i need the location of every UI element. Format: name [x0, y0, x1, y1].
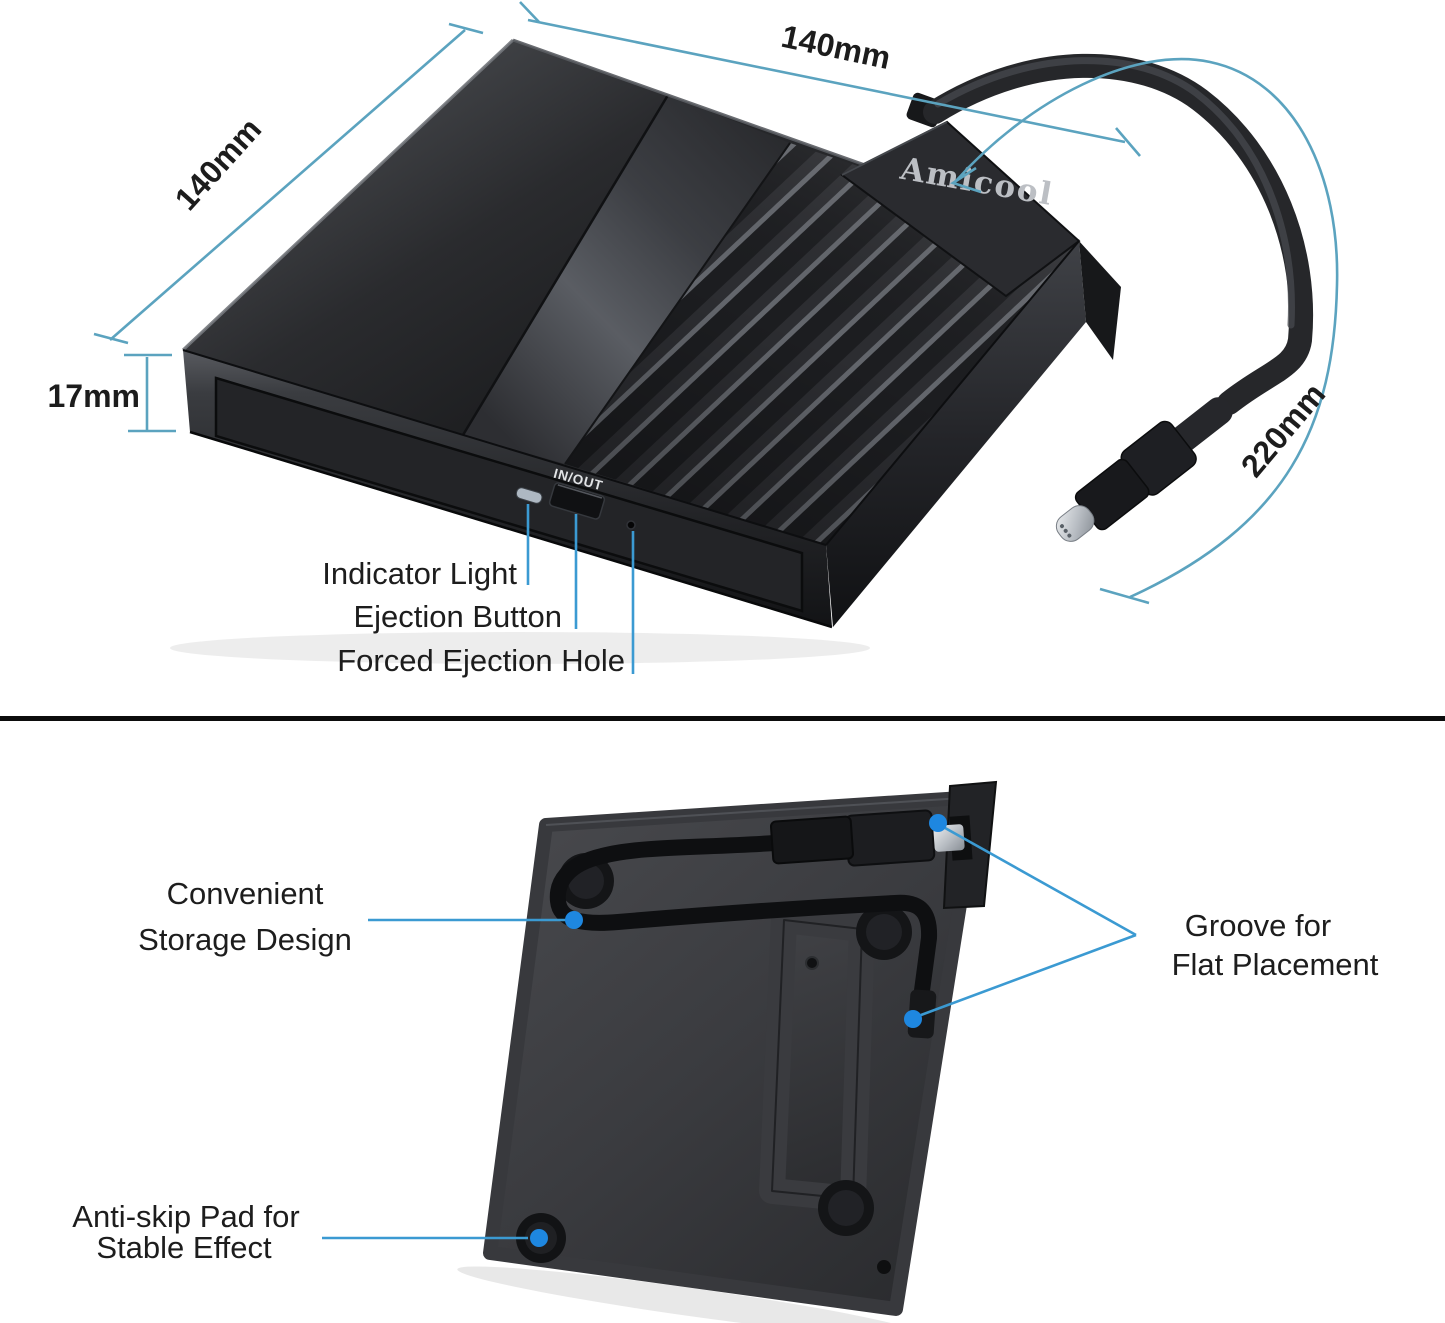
callout-anti-skip-line2: Stable Effect: [96, 1230, 272, 1265]
stored-plug-adapter: [769, 815, 855, 865]
bottom-view-figure: Convenient Storage Design Groove for Fla…: [72, 780, 1379, 1323]
top-edge-highlight: [181, 38, 515, 352]
callout-storage-line2: Storage Design: [138, 922, 352, 957]
usb-cable-assembly: [906, 53, 1314, 542]
tip-pin: [1059, 524, 1064, 529]
drive-top-view: Amicool IN/OUT: [181, 38, 1121, 629]
tip-pin: [1063, 528, 1068, 533]
cable-in-groove: [549, 835, 938, 1006]
strain-relief: [1169, 397, 1233, 453]
section-divider: [0, 716, 1445, 721]
top-face-seam: [564, 142, 791, 465]
drive-side-face: [826, 241, 1086, 627]
face-bottom-edge: [189, 430, 833, 629]
logo-panel-edge: [841, 121, 948, 176]
marker-dot-groove-bottom: [904, 1010, 922, 1028]
forced-ejection-hole-mark: [626, 520, 636, 530]
marker-dot-storage: [565, 911, 583, 929]
disc-tray-front: [214, 376, 804, 613]
top-face-left-panel: [183, 40, 668, 435]
ejection-button: [548, 482, 606, 520]
tip-pin: [1067, 533, 1072, 538]
marker-dot-groove-top: [929, 814, 947, 832]
leader-line-groove-bottom: [912, 933, 1137, 1020]
rubber-feet: [516, 853, 912, 1274]
stored-plug-body: [844, 809, 936, 867]
top-face-brushed-band: [463, 95, 790, 464]
callout-indicator-light: Indicator Light: [322, 556, 517, 591]
indicator-light-led: [515, 487, 543, 504]
marker-dot-anti-skip: [530, 1229, 548, 1247]
dimension-label-top-width: 140mm: [778, 18, 893, 76]
drive-bottom-shadow: [457, 1266, 923, 1323]
usb-c-connector: [1055, 397, 1233, 542]
usb-cable-highlight: [934, 57, 1295, 329]
drive-bottom-view: [483, 780, 998, 1316]
dimension-height: 17mm: [48, 353, 176, 433]
leader-line-groove-top: [937, 822, 1137, 937]
face-top-seam: [182, 349, 827, 546]
top-view-figure: Amicool IN/OUT: [48, 1, 1339, 678]
face-top-seam: [825, 240, 1080, 546]
drive-shadow: [170, 632, 870, 664]
screw: [805, 956, 819, 970]
callout-forced-ejection-hole: Forced Ejection Hole: [337, 643, 625, 678]
callout-anti-skip-line1: Anti-skip Pad for: [72, 1199, 299, 1234]
bottom-top-edge: [545, 796, 978, 826]
drive-corner-step: [1079, 241, 1121, 360]
top-face-seam: [461, 94, 670, 436]
callout-ejection-button: Ejection Button: [353, 599, 562, 634]
callout-groove-line2: Flat Placement: [1172, 947, 1379, 982]
callout-storage-line1: Convenient: [167, 876, 324, 911]
dimension-label-left-width: 140mm: [168, 111, 269, 217]
dimension-label-height: 17mm: [48, 378, 141, 414]
callout-groove-line1: Groove for: [1185, 908, 1331, 943]
